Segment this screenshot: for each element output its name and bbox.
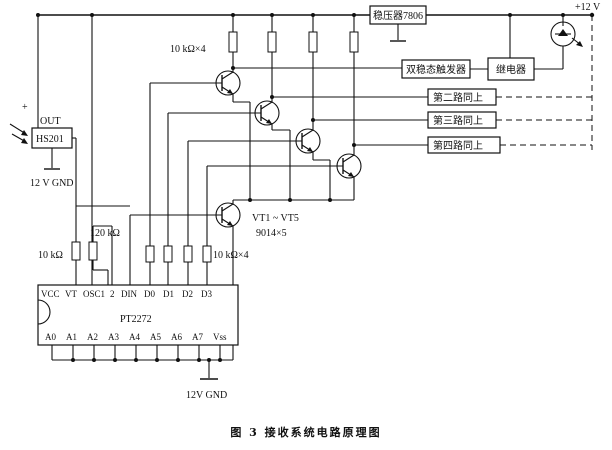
pin-osc2: 2 xyxy=(110,289,115,299)
pin-a3: A3 xyxy=(108,332,119,342)
sensor-out-label: OUT xyxy=(40,116,61,127)
chip-notch xyxy=(37,299,51,325)
pin-vt: VT xyxy=(65,289,77,299)
transistor-vt-3 xyxy=(295,120,321,154)
pin-d0: D0 xyxy=(144,289,155,299)
vt-resistor-label: 10 kΩ xyxy=(38,250,63,261)
supply-label: +12 V xyxy=(575,2,601,13)
pin-a5: A5 xyxy=(150,332,161,342)
chip-bottom-pins: A0 A1 A2 A3 A4 A5 A6 A7 Vss xyxy=(45,332,227,342)
channel-4-label: 第四路同上 xyxy=(433,139,483,152)
pin-vcc: VCC xyxy=(41,289,60,299)
pin-d1: D1 xyxy=(163,289,174,299)
pin-a6: A6 xyxy=(171,332,182,342)
pin-a0: A0 xyxy=(45,332,56,342)
pin-a2: A2 xyxy=(87,332,98,342)
transistor-vt-1 xyxy=(215,68,241,96)
transistor-label: VT1 ~ VT5 xyxy=(252,213,299,224)
figure-caption: 图 3 接收系统电路原理图 xyxy=(230,426,382,439)
vt-resistor xyxy=(71,241,81,261)
pin-d3: D3 xyxy=(201,289,212,299)
transistor-type-label: 9014×5 xyxy=(256,228,287,239)
chip-top-pins: VCC VT OSC1 2 DIN D0 D1 D2 D3 xyxy=(41,289,212,299)
ir-signal-icon xyxy=(9,123,28,144)
bistable-label: 双稳态触发器 xyxy=(406,63,466,76)
transistor-vt-4 xyxy=(336,145,362,179)
address-ground-bus xyxy=(51,345,233,380)
pin-a4: A4 xyxy=(129,332,140,342)
data-resistor-bank xyxy=(145,245,212,285)
transistor-vt-2 xyxy=(254,97,280,126)
channel-3-label: 第三路同上 xyxy=(433,114,483,127)
top-resistor-label: 10 kΩ×4 xyxy=(170,44,206,55)
sensor-gnd-label: 12 V GND xyxy=(30,178,74,189)
pin-a1: A1 xyxy=(66,332,77,342)
pin-a7: A7 xyxy=(192,332,203,342)
sensor-label: HS201 xyxy=(36,134,64,145)
sensor-plus-label: + xyxy=(22,102,28,113)
pt2272-chip xyxy=(37,284,239,346)
pin-osc1: OSC1 xyxy=(83,289,105,299)
top-resistor-bank xyxy=(228,13,359,145)
osc-resistor xyxy=(88,241,98,261)
relay-label: 继电器 xyxy=(496,63,526,76)
pin-vss: Vss xyxy=(213,332,227,342)
channel-2-label: 第二路同上 xyxy=(433,91,483,104)
lamp-icon xyxy=(550,21,576,47)
chip-label: PT2272 xyxy=(120,314,152,325)
pin-d2: D2 xyxy=(182,289,193,299)
regulator-label: 稳压器7806 xyxy=(373,9,423,22)
osc-resistor-label: 120 kΩ xyxy=(90,228,120,239)
chip-gnd-label: 12V GND xyxy=(186,390,227,401)
pin-din: DIN xyxy=(121,289,137,299)
data-resistor-label: 10 kΩ×4 xyxy=(213,250,249,261)
